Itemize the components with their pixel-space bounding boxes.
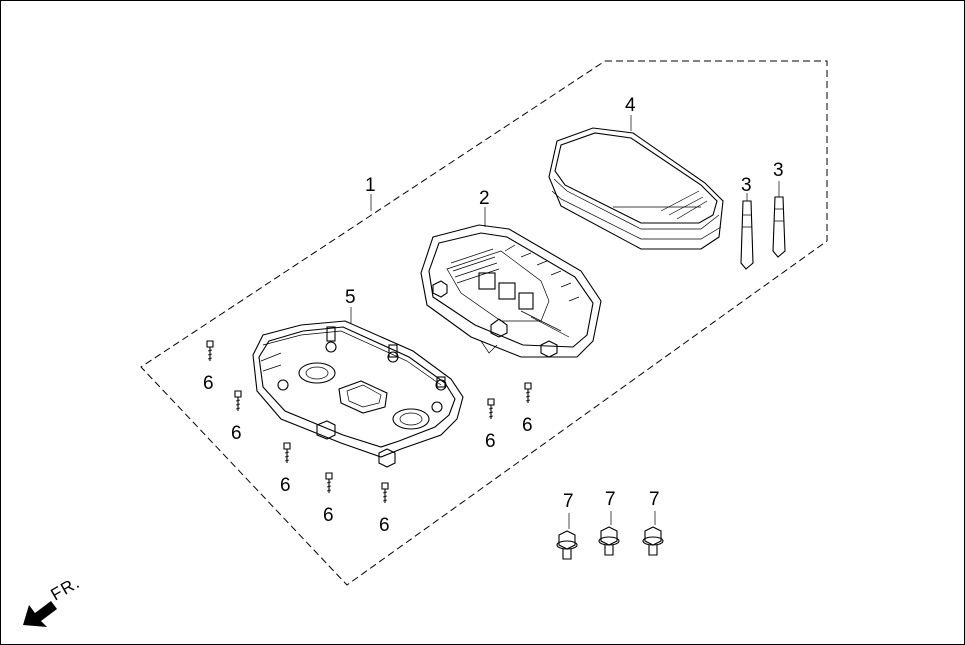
callout-label: 3 — [741, 175, 752, 196]
front-direction-label: FR. — [48, 573, 84, 605]
flange-bolt-part — [642, 511, 664, 556]
callout-label: 5 — [345, 287, 356, 308]
screw-part — [487, 398, 495, 419]
screw-part — [206, 340, 214, 361]
pin-part — [740, 193, 754, 270]
screw-part — [283, 442, 291, 463]
callout-label: 7 — [649, 489, 660, 510]
callout-label: 6 — [280, 475, 291, 496]
callout-label: 6 — [379, 515, 390, 536]
callout-label: 2 — [479, 188, 490, 209]
callout-label: 6 — [323, 505, 334, 526]
screw-part — [524, 382, 532, 403]
flange-bolt-part — [598, 511, 620, 556]
screw-part — [234, 390, 242, 411]
assembly-boundary — [140, 60, 828, 586]
meter-cover-part — [548, 115, 724, 250]
pin-part — [772, 181, 786, 258]
front-direction-arrow-icon — [23, 601, 57, 627]
meter-display-part — [420, 207, 602, 358]
meter-case-part — [252, 307, 464, 468]
callout-label: 4 — [625, 95, 636, 116]
screw-part — [325, 472, 333, 493]
callout-label: 1 — [365, 175, 376, 196]
callout-label: 3 — [773, 160, 784, 181]
flange-bolt-part — [556, 513, 578, 560]
callout-label: 6 — [522, 415, 533, 436]
callout-label: 6 — [203, 373, 214, 394]
callout-label: 7 — [563, 491, 574, 512]
callout-label: 6 — [485, 431, 496, 452]
callout-label: 7 — [605, 489, 616, 510]
callout-label: 6 — [231, 423, 242, 444]
screw-part — [381, 482, 389, 503]
